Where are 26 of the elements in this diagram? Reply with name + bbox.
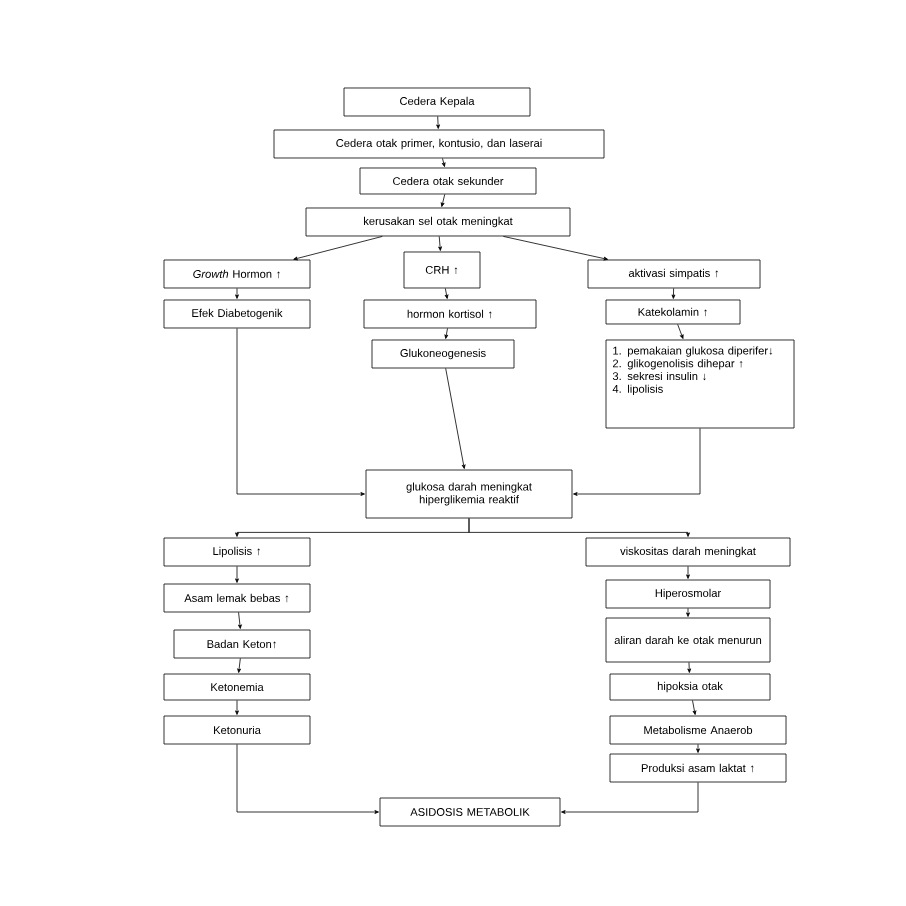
arrow: [236, 744, 379, 814]
arrow: [687, 662, 692, 673]
arrow: [236, 328, 365, 496]
arrow: [238, 612, 242, 629]
arrow: [237, 658, 241, 673]
arrow: [692, 700, 697, 715]
arrow: [436, 116, 440, 129]
arrow: [686, 566, 690, 579]
arrow: [235, 566, 239, 583]
arrow: [438, 236, 442, 251]
arrow: [235, 700, 239, 715]
arrow: [677, 324, 684, 339]
arrow: [671, 288, 676, 299]
arrow: [561, 782, 699, 814]
arrow: [445, 368, 466, 469]
arrow: [686, 608, 690, 617]
arrow: [293, 236, 383, 261]
arrow: [696, 744, 700, 753]
arrow: [441, 158, 446, 167]
arrow: [440, 194, 446, 207]
arrow: [444, 288, 449, 299]
arrow: [502, 236, 608, 261]
arrow: [235, 288, 239, 299]
arrow: [468, 518, 690, 537]
arrow: [573, 428, 701, 496]
arrow: [444, 328, 449, 339]
